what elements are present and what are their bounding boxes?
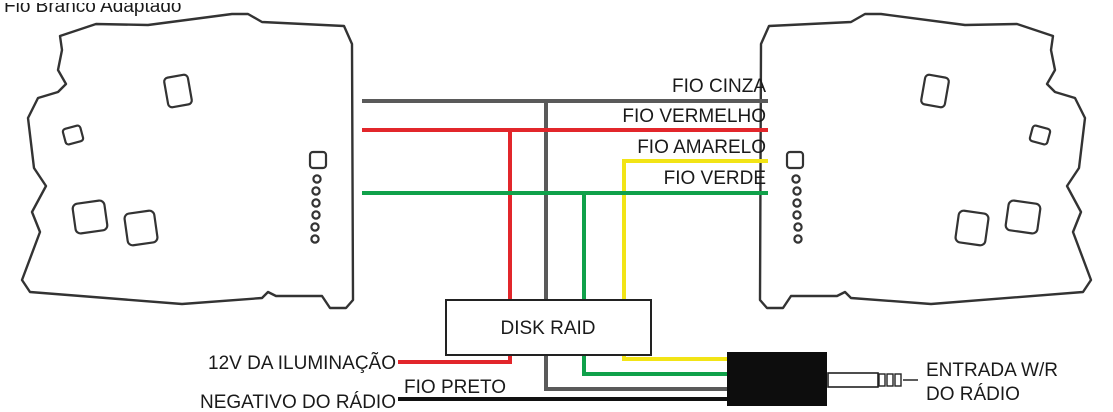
- green-wire-drop: [582, 193, 728, 376]
- right-board-outline: [758, 12, 1093, 310]
- label-entrada-line1: ENTRADA W/R: [926, 360, 1058, 381]
- left-board-button-bottom-1: [71, 199, 109, 235]
- gray-wire-drop: [544, 101, 728, 391]
- left-board-button-bottom-2: [123, 209, 159, 247]
- left-board-pins: [310, 174, 322, 244]
- red-wire-drop: [398, 130, 512, 364]
- right-board-button-bottom-2: [954, 209, 990, 247]
- partial-caption: Fio Branco Adaptado: [4, 0, 181, 17]
- right-board-pins: [791, 174, 803, 244]
- left-board-button-small: [61, 124, 85, 146]
- radio-input-connector: [727, 352, 918, 406]
- disk-raid-box: DISK RAID: [445, 299, 652, 356]
- yellow-wire: [622, 159, 768, 361]
- right-board-button-top: [920, 73, 950, 109]
- label-fio-cinza: FIO CINZA: [672, 76, 766, 97]
- label-entrada-line2: DO RÁDIO: [926, 384, 1020, 405]
- right-board-connector: [785, 150, 805, 170]
- right-board-button-bottom-1: [1004, 199, 1042, 235]
- left-board-connector: [308, 150, 328, 170]
- label-fio-amarelo: FIO AMARELO: [637, 137, 766, 158]
- right-board-button-small: [1028, 124, 1052, 146]
- left-board-outline: [20, 12, 355, 310]
- label-fio-preto: FIO PRETO: [404, 377, 506, 398]
- label-negativo-radio: NEGATIVO DO RÁDIO: [200, 392, 396, 412]
- label-fio-vermelho: FIO VERMELHO: [622, 106, 766, 127]
- label-12v-iluminacao: 12V DA ILUMINAÇÃO: [208, 352, 396, 374]
- disk-raid-label: DISK RAID: [500, 318, 595, 339]
- left-control-board: [20, 12, 355, 310]
- right-control-board: [758, 12, 1093, 310]
- label-fio-verde: FIO VERDE: [664, 168, 766, 189]
- left-board-button-top: [163, 73, 193, 109]
